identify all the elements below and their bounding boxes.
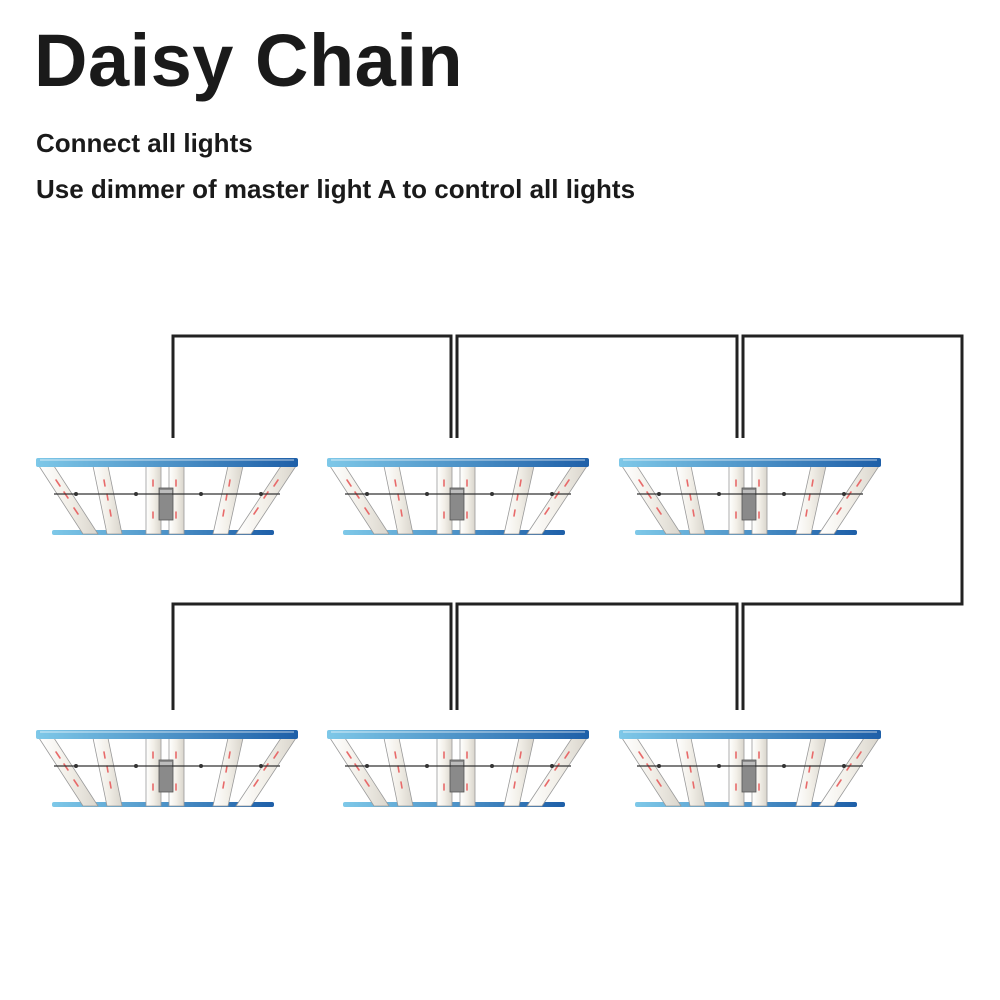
light-row2-1 <box>35 729 299 808</box>
light-row1-3 <box>618 457 882 536</box>
subtitle-connect: Connect all lights <box>36 128 253 158</box>
cable-row2-2-1 <box>171 602 453 710</box>
cable-row1-1-2 <box>171 334 453 438</box>
subtitle-dimmer: Use dimmer of master light A to control … <box>36 174 636 204</box>
cable-row1-2-3 <box>455 334 739 438</box>
light-row2-2 <box>326 729 590 808</box>
page-title: Daisy Chain <box>34 19 464 102</box>
cable-row2-3-2 <box>455 602 739 710</box>
daisy-chain-cables <box>171 334 964 710</box>
light-row2-3 <box>618 729 882 808</box>
cable-row1-to-row2 <box>741 334 964 710</box>
light-row1-1 <box>35 457 299 536</box>
light-row1-2 <box>326 457 590 536</box>
